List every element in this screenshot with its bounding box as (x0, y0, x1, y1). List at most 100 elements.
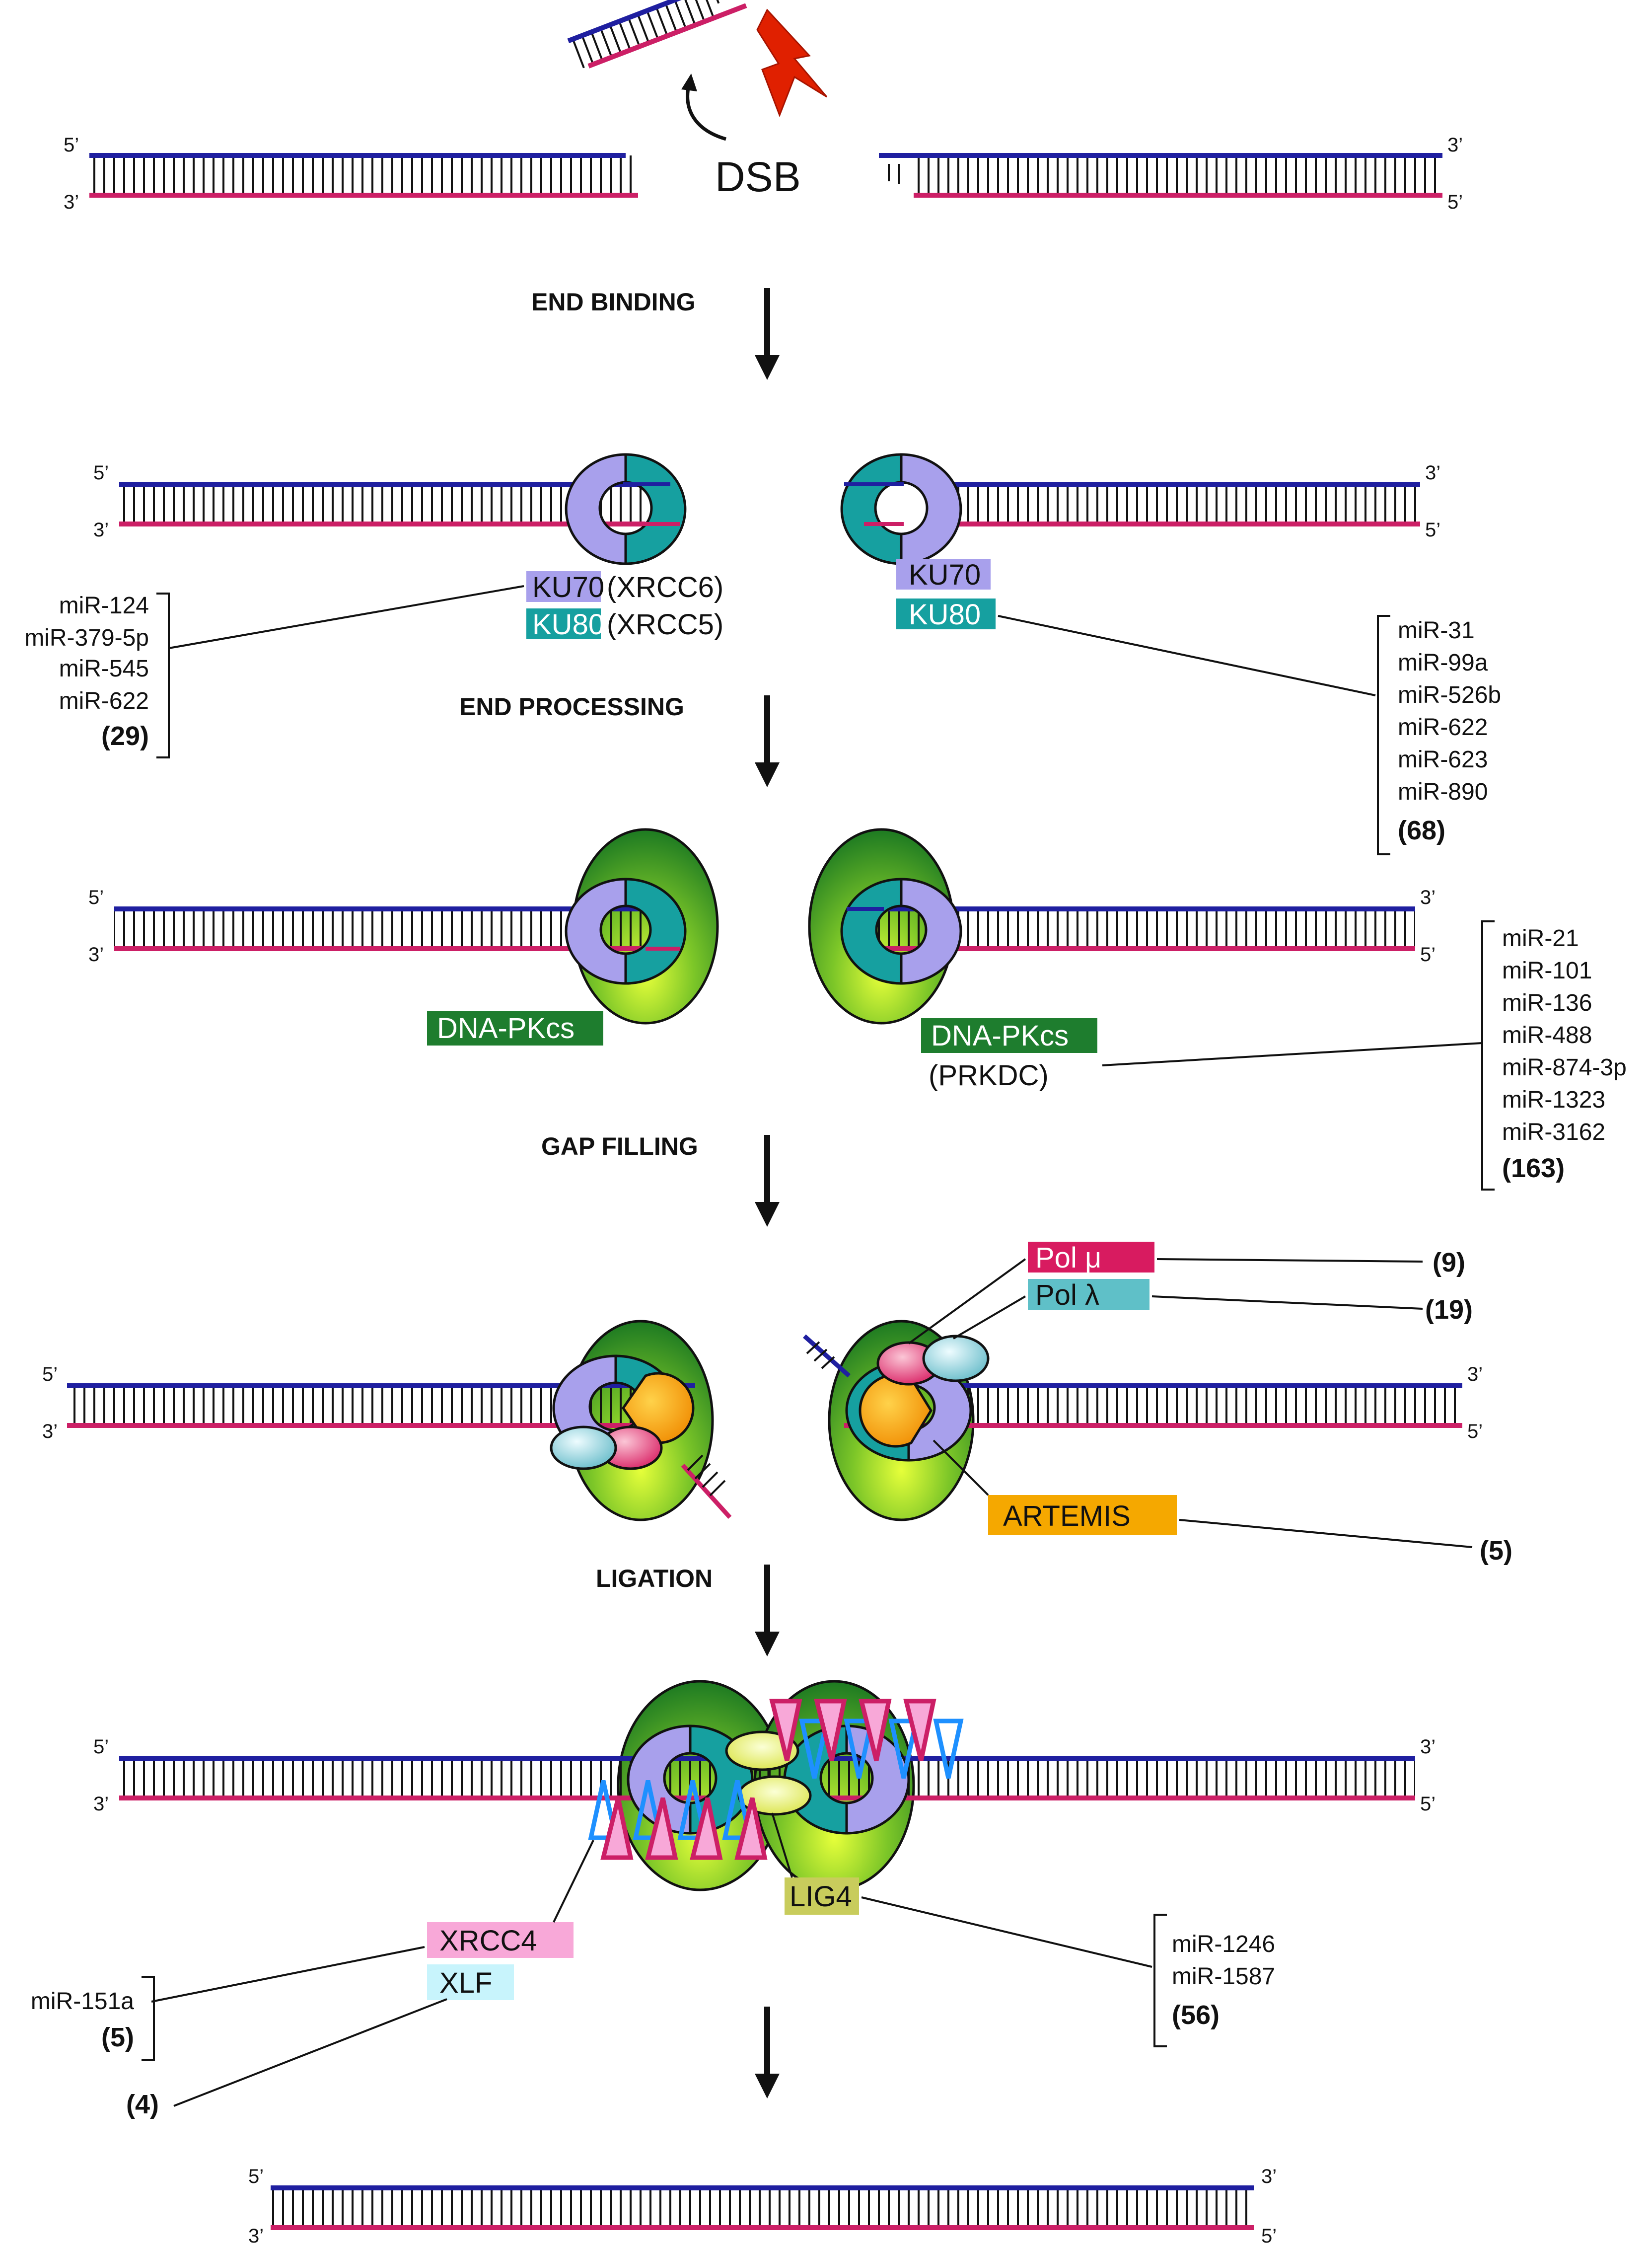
ku80-subunit (624, 453, 687, 565)
mirna-item: miR-622 (59, 688, 149, 714)
ku70-subunit (565, 453, 627, 565)
mirna-item: miR-1587 (1172, 1963, 1275, 1990)
xlf-label: XLF (439, 1967, 492, 1999)
mirna-item: miR-488 (1502, 1022, 1592, 1048)
ku70-subunit (900, 878, 962, 985)
mirna-item: miR-1323 (1502, 1087, 1605, 1113)
mirna-item: miR-526b (1398, 682, 1501, 708)
leader-line (933, 1439, 989, 1496)
mirna-item: miR-21 (1502, 925, 1579, 952)
ku-ring-left (550, 1354, 732, 1519)
mirna-item: miR-124 (59, 593, 149, 619)
ku-ring-right (840, 453, 962, 565)
dnapkcs-label-box (427, 1011, 603, 1046)
mirna-group-dnapkcs: miR-21 miR-101 miR-136 miR-488 miR-874-3… (1481, 920, 1627, 1191)
bracket (1153, 1914, 1167, 2047)
ku80-label: KU80 (909, 599, 981, 631)
dna-ladder (89, 155, 636, 195)
five-prime-label: 5’ (88, 887, 104, 908)
bracket (1377, 615, 1390, 855)
mirna-item: miR-99a (1398, 650, 1488, 676)
dna-ladder (114, 909, 650, 949)
step-end-binding: END BINDING (531, 288, 696, 316)
xrcc4-unit (814, 1699, 847, 1762)
overhang-fragment (803, 1334, 851, 1378)
mirna-count-pol-mu: (9) (1433, 1248, 1465, 1277)
leader-line (173, 1998, 447, 2107)
ku70-label: KU70 (909, 559, 981, 591)
artemis-label: ARTEMIS (1003, 1500, 1131, 1532)
xrcc4-unit (600, 1797, 634, 1860)
dna-ladder (119, 1758, 780, 1798)
ku-ring-left (565, 453, 687, 565)
three-prime-label: 3’ (1467, 1363, 1483, 1385)
five-prime-label: 5’ (93, 462, 109, 484)
mirna-group-xrcc4: miR-151a (5) (31, 1976, 155, 2061)
repaired-dna-row: 5’ 3’ 3’ 5’ (248, 2166, 1277, 2246)
step-end-processing: END PROCESSING (459, 693, 684, 721)
pol-lambda-label: Pol λ (1035, 1279, 1099, 1311)
xrcc4-label: XRCC4 (439, 1925, 537, 1957)
pol-lambda-label-box (1028, 1279, 1149, 1310)
xrcc4-unit (734, 1797, 768, 1860)
ku80-label-box (526, 608, 601, 639)
xrcc4-xlf-filament-lower (588, 1780, 768, 1860)
ku-ring-right (840, 878, 962, 985)
ku80-label-box (896, 599, 996, 629)
xrcc4-xlf-filament-upper (769, 1699, 964, 1779)
leader-line (1151, 1295, 1423, 1310)
leader-line (771, 1812, 793, 1878)
artemis-label-box (988, 1495, 1177, 1535)
step-gap-filling: GAP FILLING (541, 1132, 698, 1160)
mirna-group-lig4: miR-1246 miR-1587 (56) (1153, 1914, 1275, 2047)
mirna-item: miR-623 (1398, 747, 1488, 773)
excised-fragment (567, 0, 747, 70)
curved-arrow-icon (686, 83, 726, 141)
leader-line (1102, 1042, 1483, 1066)
leader-line (1179, 1519, 1473, 1548)
leader-line (952, 1295, 1026, 1340)
three-prime-label: 3’ (93, 519, 109, 541)
xrcc4-unit (859, 1699, 892, 1762)
ku70-subunit (900, 453, 962, 565)
mirna-item: miR-31 (1398, 617, 1475, 644)
ku80-gene-label: (XRCC5) (607, 608, 723, 641)
end-binding-row: 5’ 3’ 3’ 5’ KU70 (XRCC6) KU80 (XRCC5) KU… (24, 453, 1501, 855)
end-processing-row: 5’ 3’ 3’ 5’ DNA-PKcs DNA-PKcs (PRKDC) mi… (88, 828, 1627, 1191)
three-prime-label: 3’ (64, 191, 79, 213)
ku70-label-box (526, 571, 601, 602)
dna-ladder (943, 484, 1420, 524)
leader-line (168, 585, 524, 649)
overhang-fragment (681, 1463, 732, 1519)
leader-line (998, 615, 1376, 696)
mirna-item: miR-101 (1502, 958, 1592, 984)
ku80-subunit (840, 878, 903, 985)
bracket (156, 593, 170, 758)
mirna-item: miR-379-5p (24, 625, 149, 651)
dnapkcs-gene-label: (PRKDC) (929, 1059, 1049, 1092)
mirna-group-ku80: miR-31 miR-99a miR-526b miR-622 miR-623 … (1377, 615, 1501, 855)
dna-ladder (884, 155, 1440, 195)
mirna-item: miR-545 (59, 656, 149, 682)
five-prime-label: 5’ (64, 134, 79, 156)
ku80-subunit (840, 453, 903, 565)
three-prime-label: 3’ (1261, 2166, 1277, 2187)
three-prime-label: 3’ (1447, 134, 1463, 156)
gap-filling-row: 5’ 3’ 3’ 5’ (42, 1242, 1512, 1566)
bracket (142, 1976, 155, 2061)
dnapkcs-label: DNA-PKcs (931, 1020, 1069, 1052)
xrcc4-unit (903, 1699, 936, 1762)
mirna-item: miR-1246 (1172, 1931, 1275, 1957)
mirna-count-xlf: (4) (126, 2090, 159, 2119)
ku70-subunit (845, 1724, 910, 1835)
mirna-count: (29) (101, 721, 149, 751)
dsb-label: DSB (715, 153, 801, 200)
leader-line (151, 1946, 425, 2003)
mirna-item: miR-622 (1398, 714, 1488, 741)
five-prime-label: 5’ (248, 2166, 264, 2187)
dnapkcs-label-box (921, 1018, 1097, 1053)
five-prime-label: 5’ (93, 1736, 109, 1758)
mirna-count-artemis: (5) (1480, 1536, 1512, 1566)
leader-line (553, 1840, 594, 1923)
